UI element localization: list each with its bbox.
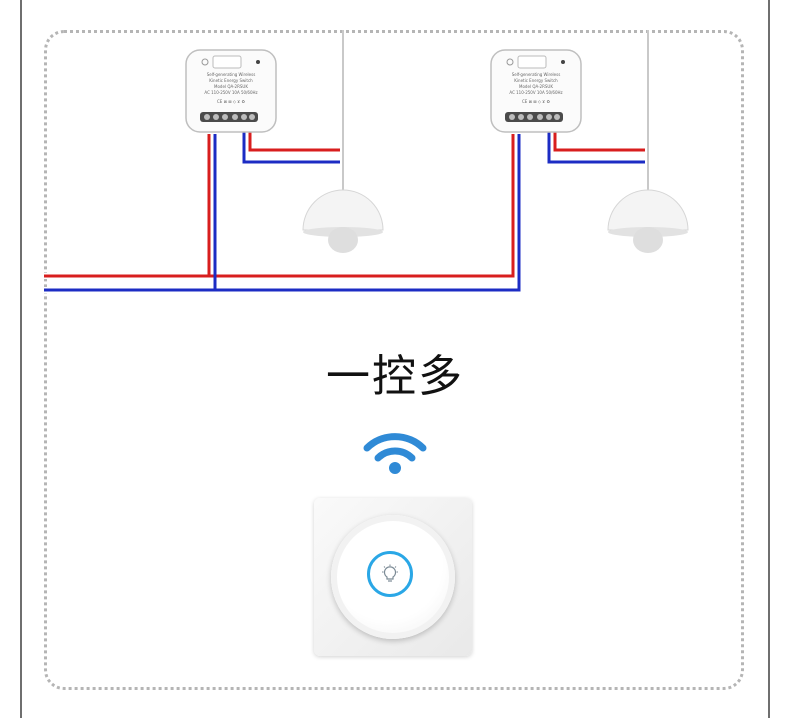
module-1-line-4: AC 110-250V 10A 50/60Hz: [204, 90, 257, 95]
right-edge-line: [768, 0, 770, 718]
module-1-line-1: Self-generating Wireless: [207, 72, 256, 77]
pendant-lamp-1: [302, 189, 384, 253]
pendant-lamp-2: [607, 189, 689, 253]
module-2-line-4: AC 110-250V 10A 50/60Hz: [509, 90, 562, 95]
lamp-wires-2: [547, 132, 645, 164]
bus-wires: [44, 134, 522, 293]
bulb-icon: [382, 564, 398, 582]
module-2-cert-marks: CE ⊠ ⊠ ◇ ⊻ ♻: [522, 99, 550, 104]
module-2-line-1: Self-generating Wireless: [512, 72, 561, 77]
module-1-line-2: Kinetic Energy Switch: [209, 78, 253, 83]
switch-button[interactable]: [367, 551, 413, 597]
page-title: 一控多: [326, 351, 464, 402]
lamp-wires-1: [242, 132, 340, 164]
wireless-switch-panel[interactable]: [314, 498, 472, 656]
wifi-icon: [363, 433, 427, 474]
switch-module-1: Self-generating Wireless Kinetic Energy …: [185, 49, 277, 133]
wiring-diagram: Self-generating Wireless Kinetic Energy …: [44, 30, 689, 293]
dotted-frame: [44, 30, 744, 690]
module-2-line-2: Kinetic Energy Switch: [514, 78, 558, 83]
switch-knob[interactable]: [331, 515, 455, 639]
module-2-line-3: Model QA-2RSUK: [519, 84, 553, 89]
switch-module-2: Self-generating Wireless Kinetic Energy …: [490, 49, 582, 133]
module-1-cert-marks: CE ⊠ ⊠ ◇ ⊻ ♻: [217, 99, 245, 104]
module-1-line-3: Model QA-2RSUK: [214, 84, 248, 89]
left-edge-line: [20, 0, 22, 718]
